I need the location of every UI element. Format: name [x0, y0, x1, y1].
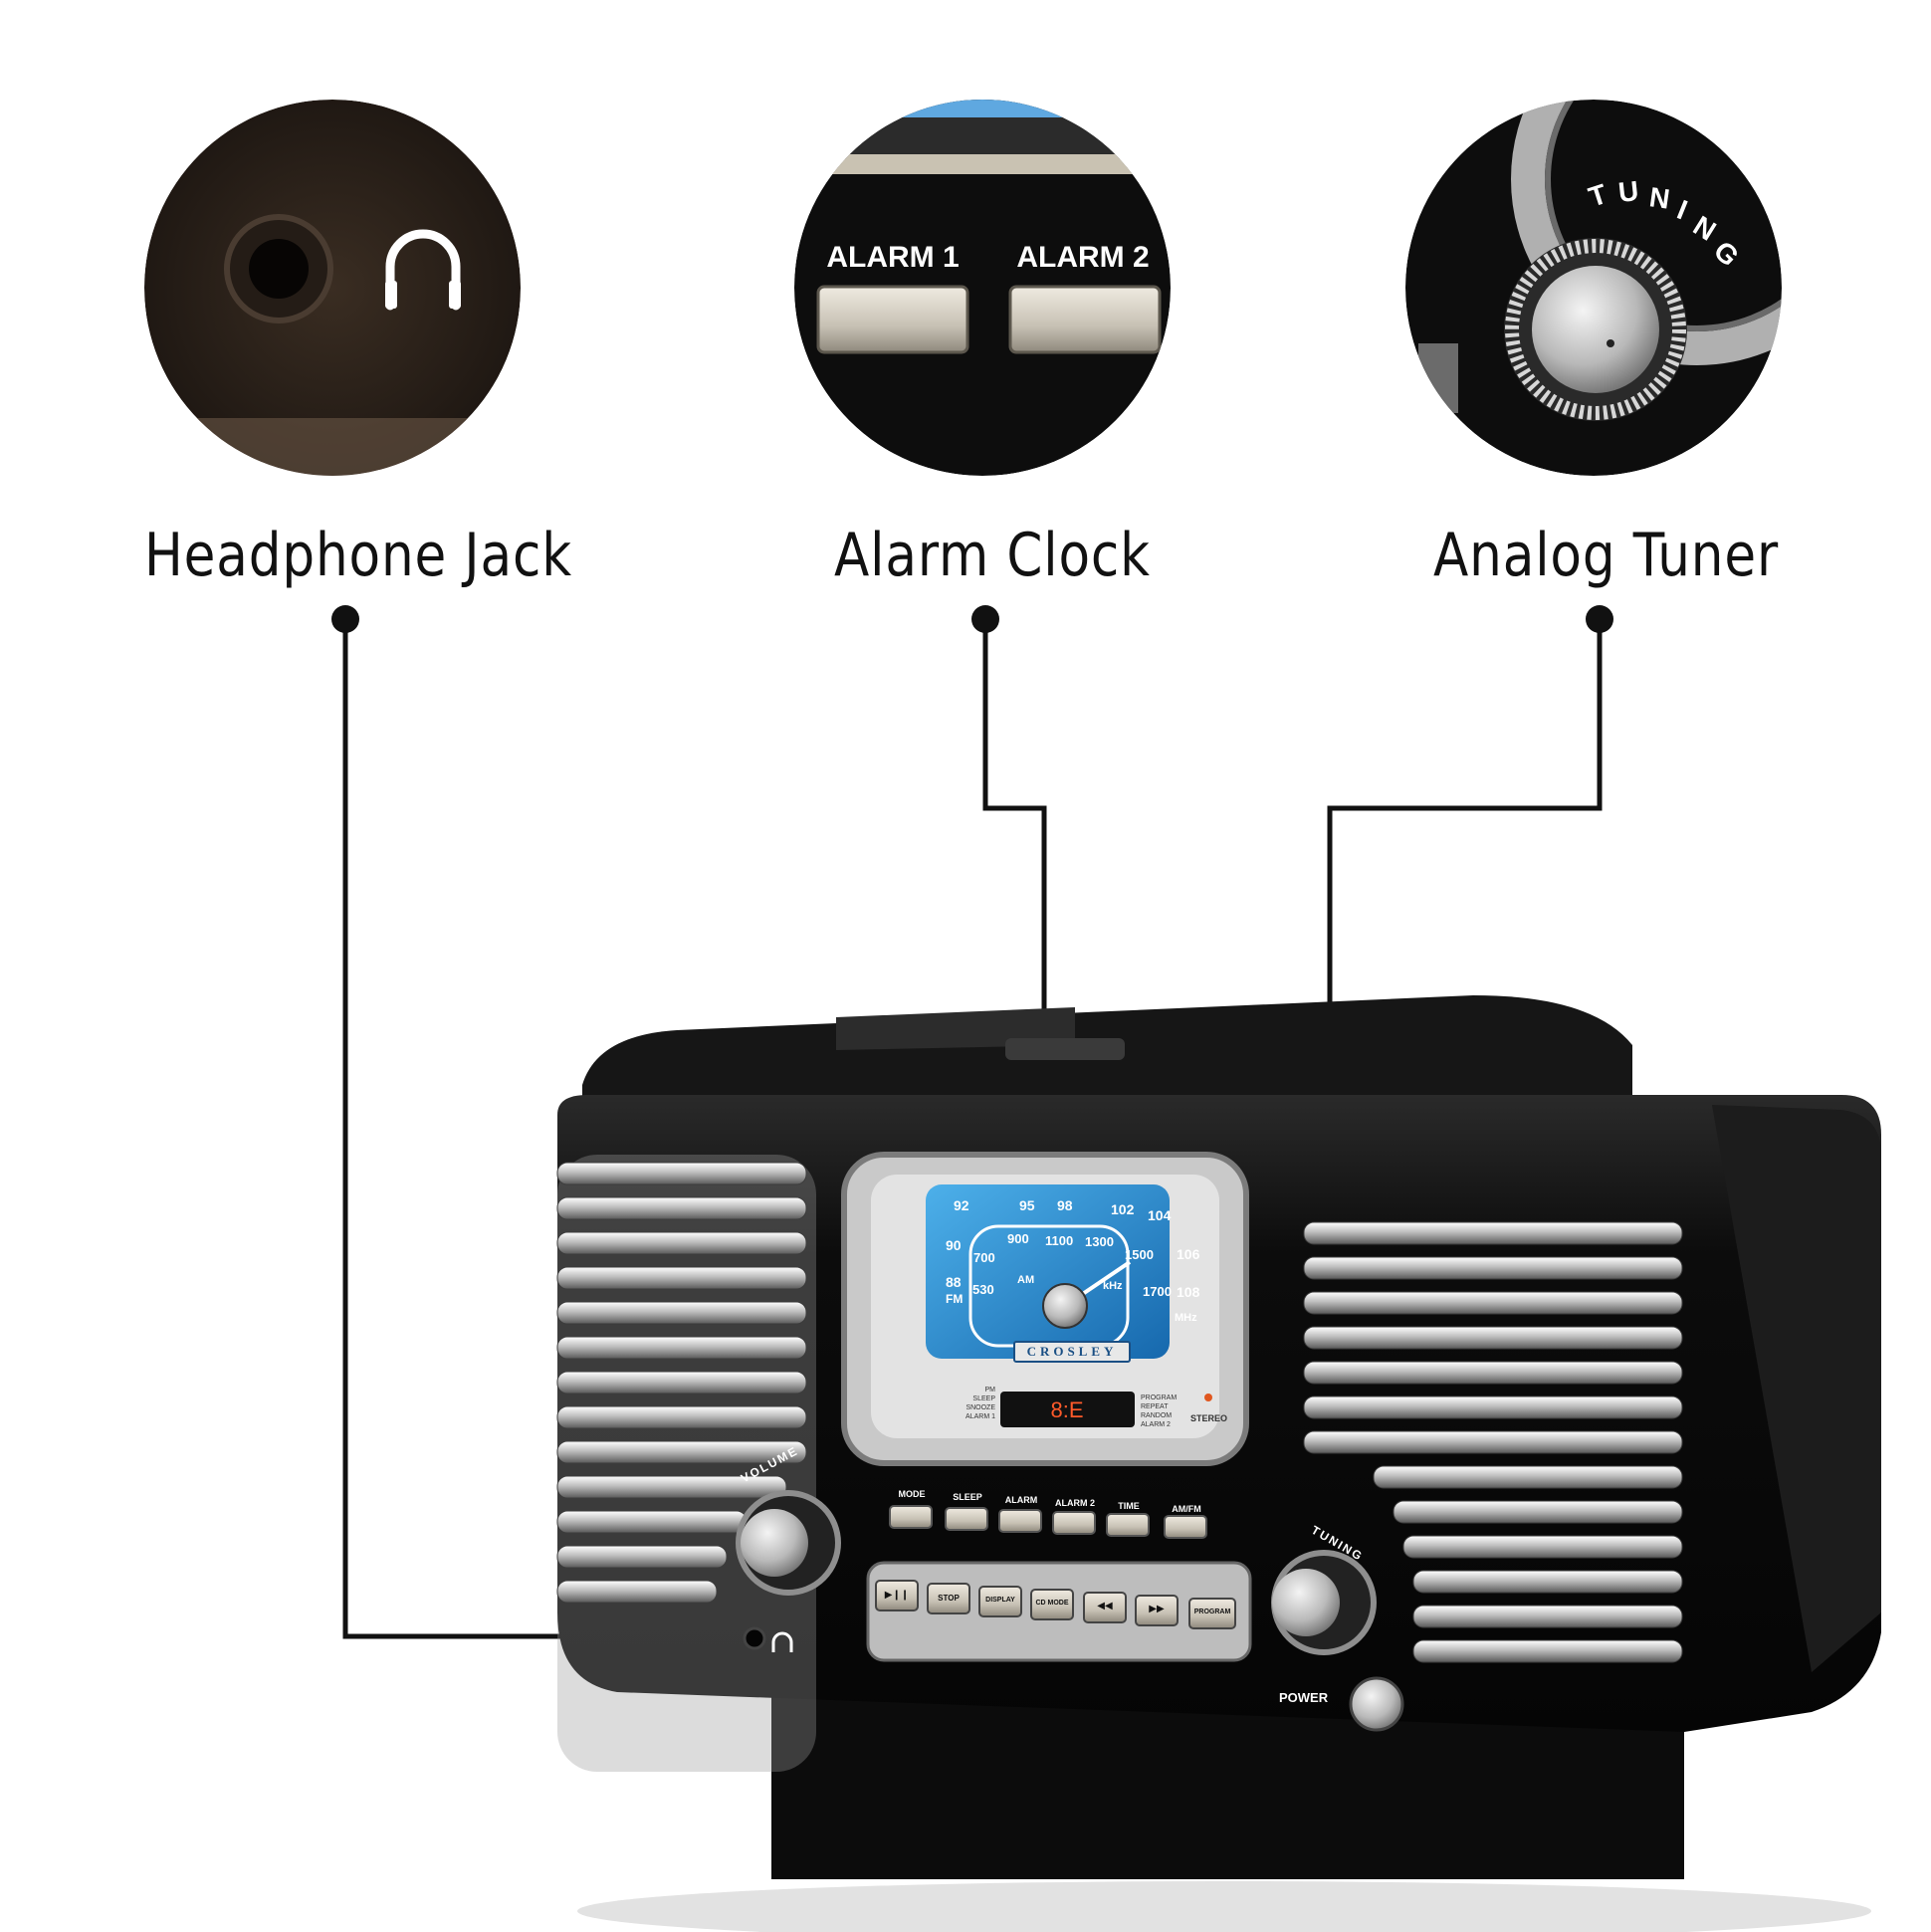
am-mark: 1700 [1143, 1284, 1172, 1299]
alarm-button-label: ALARM [1004, 1495, 1038, 1505]
fm-mark: 108 [1177, 1284, 1200, 1300]
alarm-2-button-label: ALARM 2 [1055, 1498, 1095, 1508]
am-mark: 1300 [1085, 1234, 1114, 1249]
am-mark: 900 [1007, 1231, 1029, 1246]
display-left-labels: PM SLEEP SNOOZE ALARM 1 [954, 1386, 995, 1421]
fm-mark: 95 [1019, 1197, 1035, 1213]
callout-headphone-jack: Headphone Jack [144, 521, 572, 590]
tuning-knob-zoom: T U N I N G [1405, 100, 1782, 476]
brand-logo: CROSLEY [1013, 1341, 1131, 1363]
radio-illustration: 8:E [556, 995, 1881, 1932]
am-mark: 700 [973, 1250, 995, 1265]
right-grille [1303, 1221, 1683, 1663]
am-mark: 1100 [1045, 1233, 1074, 1248]
alarm-1-label: ALARM 1 [826, 241, 959, 274]
fm-mark: 88 [946, 1274, 962, 1290]
display-button-label: DISPLAY [985, 1597, 1015, 1604]
volume-label: VOLUME [739, 1443, 801, 1486]
display-indicator: SLEEP [972, 1395, 995, 1402]
time-button-label: TIME [1118, 1501, 1140, 1511]
display-indicator: PM [984, 1387, 996, 1394]
mhz-label: MHz [1175, 1312, 1197, 1324]
fm-label: FM [946, 1292, 964, 1306]
am-label: AM [1017, 1274, 1035, 1286]
fm-mark: 92 [954, 1197, 969, 1213]
tuning-knob-label: TUNING [1309, 1523, 1367, 1565]
leader-dots [331, 605, 1613, 633]
alarm-2-label: ALARM 2 [1016, 241, 1149, 274]
play-pause-button-label: ▶❙❙ [884, 1590, 910, 1601]
display-indicator: RANDOM [1141, 1412, 1173, 1419]
am-mark: 1500 [1125, 1247, 1154, 1262]
program-button-label: PROGRAM [1193, 1609, 1231, 1615]
khz-label: kHz [1103, 1280, 1123, 1292]
am-mark: 530 [972, 1282, 994, 1297]
svg-text:U: U [1616, 175, 1639, 208]
callout-alarm-clock: Alarm Clock [834, 521, 1151, 590]
cd-mode-button-label: CD MODE [1035, 1600, 1069, 1607]
display-indicator: ALARM 2 [1141, 1421, 1171, 1428]
power-label: POWER [1279, 1690, 1329, 1705]
svg-text:N: N [1647, 181, 1671, 215]
fm-mark: 106 [1177, 1246, 1200, 1262]
am-fm-button-label: AM/FM [1172, 1504, 1201, 1514]
svg-text:8:E: 8:E [1050, 1397, 1083, 1422]
sleep-button-label: SLEEP [953, 1492, 982, 1502]
callout-analog-tuner: Analog Tuner [1433, 521, 1780, 590]
fm-mark: 98 [1057, 1197, 1073, 1213]
top-button-row [889, 1505, 1207, 1539]
display-right-labels: PROGRAM REPEAT RANDOM ALARM 2 [1141, 1394, 1186, 1429]
mode-button-label: MODE [898, 1489, 926, 1499]
display-indicator: SNOOZE [966, 1404, 995, 1411]
display-indicator: PROGRAM [1141, 1395, 1178, 1401]
fm-mark: 102 [1111, 1201, 1135, 1217]
fm-mark: 104 [1148, 1207, 1172, 1223]
display-indicator: REPEAT [1141, 1403, 1169, 1410]
stop-button-label: STOP [938, 1594, 960, 1603]
stereo-label: STEREO [1190, 1413, 1228, 1423]
next-track-button-label: ▶▶ [1149, 1604, 1165, 1614]
previous-track-button-label: ◀◀ [1097, 1601, 1113, 1611]
cd-button-row [875, 1580, 1236, 1629]
fm-mark: 90 [946, 1237, 962, 1253]
display-indicator: ALARM 1 [966, 1413, 995, 1420]
